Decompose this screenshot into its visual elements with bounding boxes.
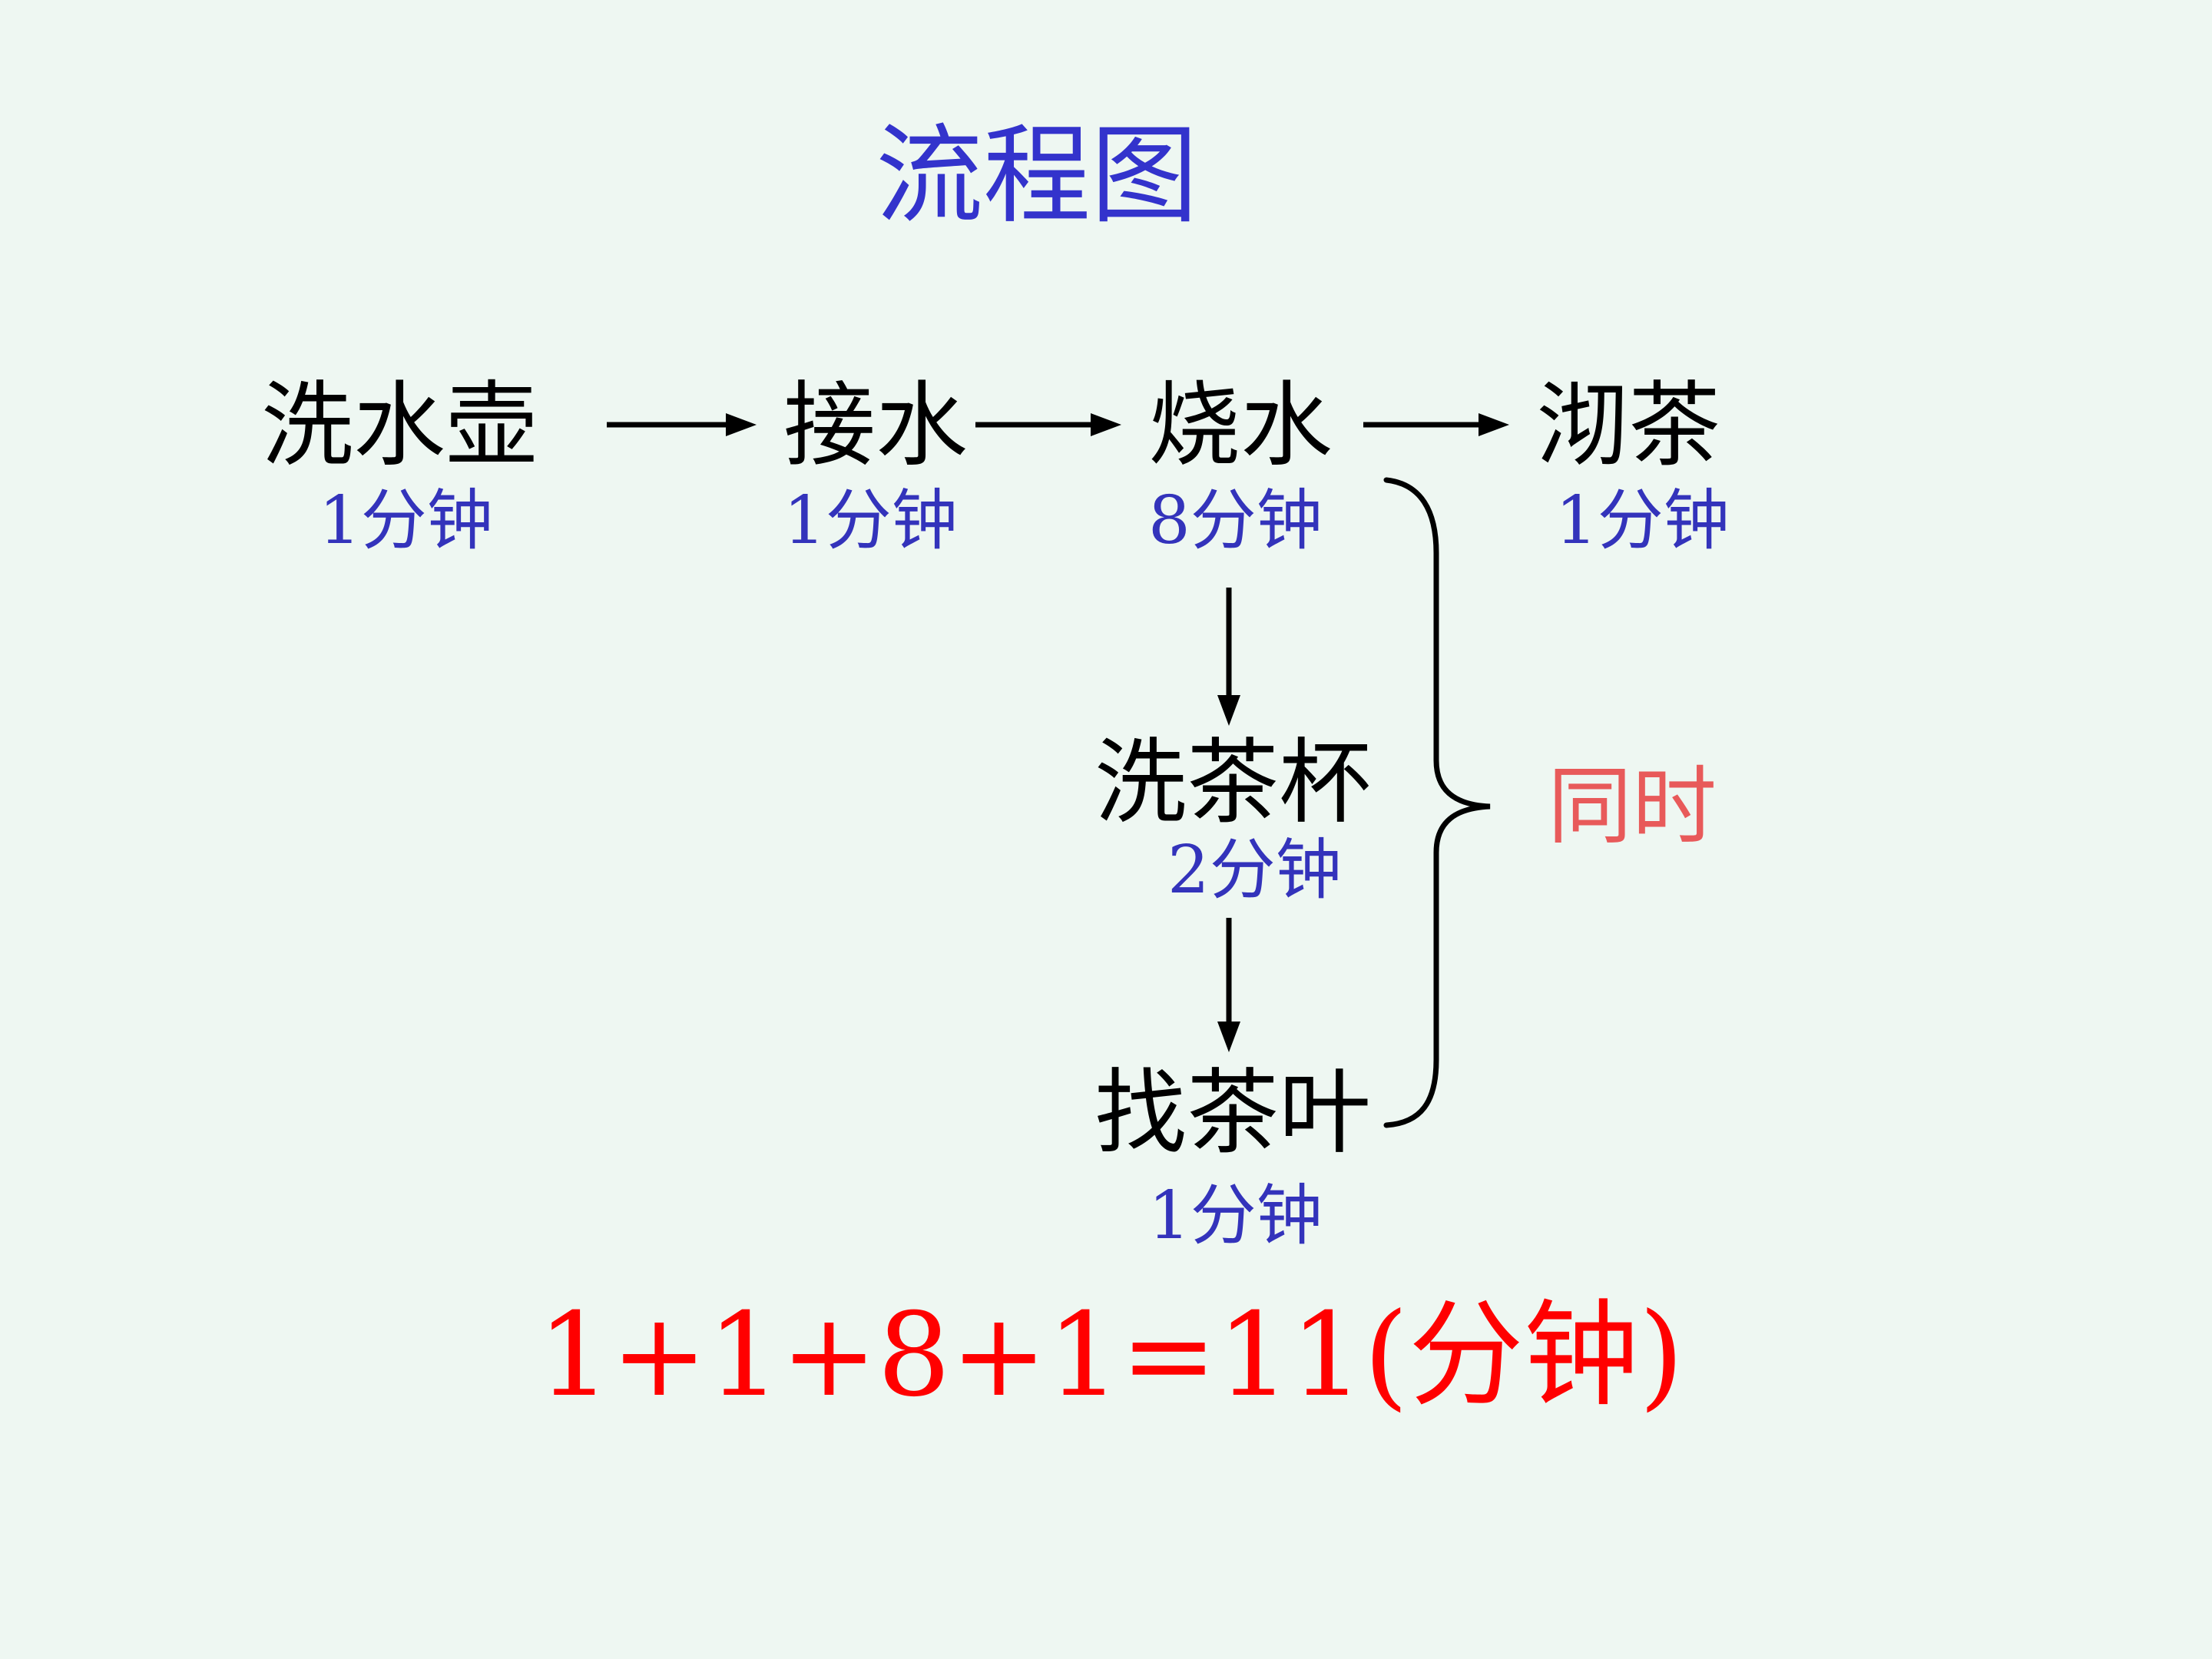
arrow-wash-cups-to-find-tea-leaves bbox=[1217, 918, 1240, 1052]
arrow-boil-water-to-wash-cups bbox=[1217, 588, 1240, 726]
arrow-wash-kettle-to-fetch-water bbox=[607, 413, 757, 436]
step-brew-tea: 沏茶 bbox=[1536, 373, 1720, 479]
duration-wash-cups: 2分钟 bbox=[1167, 832, 1342, 909]
total-time-equation: 1+1+8+1=11(分钟) bbox=[538, 1289, 1684, 1422]
arrow-boil-water-to-brew-tea bbox=[1363, 413, 1509, 436]
parallel-note: 同时 bbox=[1548, 757, 1717, 856]
duration-wash-kettle: 1分钟 bbox=[319, 482, 493, 559]
step-boil-water: 烧水 bbox=[1148, 373, 1333, 479]
step-wash-cups: 洗茶杯 bbox=[1094, 730, 1371, 836]
step-fetch-water: 接水 bbox=[783, 373, 968, 479]
duration-find-tea-leaves: 1分钟 bbox=[1148, 1177, 1323, 1254]
duration-boil-water: 8分钟 bbox=[1148, 482, 1323, 559]
step-wash-kettle: 洗水壶 bbox=[261, 373, 538, 479]
duration-brew-tea: 1分钟 bbox=[1555, 482, 1730, 559]
arrow-fetch-water-to-boil-water bbox=[975, 413, 1121, 436]
diagram-title: 流程图 bbox=[876, 114, 1199, 239]
step-find-tea-leaves: 找茶叶 bbox=[1094, 1060, 1371, 1167]
duration-fetch-water: 1分钟 bbox=[783, 482, 958, 559]
parallel-brace bbox=[1383, 477, 1491, 1128]
